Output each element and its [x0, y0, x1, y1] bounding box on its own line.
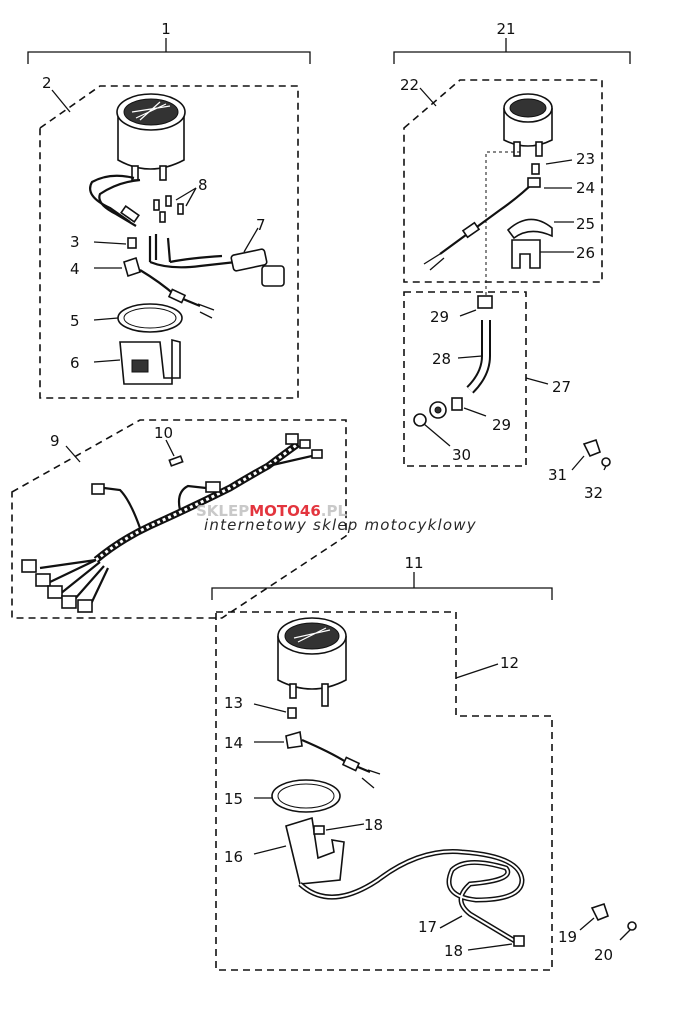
callout-7: 7	[256, 216, 266, 234]
callout-30: 30	[452, 446, 471, 464]
callout-10: 10	[154, 424, 173, 442]
callout-16: 16	[224, 848, 243, 866]
callout-2: 2	[42, 74, 52, 92]
callout-19: 19	[558, 928, 577, 946]
gauge-unit-12	[277, 617, 347, 707]
item-25-ring	[506, 218, 553, 240]
callout-8: 8	[198, 176, 208, 194]
item-4-bulb-socket	[123, 256, 141, 278]
callout-23: 23	[576, 150, 595, 168]
group-27-hose-kit: 29 28 27 29 30	[403, 291, 571, 467]
callout-14: 14	[224, 734, 243, 752]
group-11-meter-kit: 11 12 13 14 15 16 18 17 18	[211, 554, 553, 971]
items-19-20-clip: 19 20	[558, 902, 637, 964]
callout-3: 3	[70, 233, 80, 251]
callout-21: 21	[496, 20, 515, 38]
item-10-fuse	[168, 455, 184, 467]
item-18-clip-top	[313, 825, 325, 835]
watermark-tagline: internetowy sklep motocyklowy	[204, 516, 477, 534]
gauge-unit-22	[503, 93, 553, 157]
item-15-ring	[271, 779, 341, 813]
callout-32: 32	[584, 484, 603, 502]
callout-6: 6	[70, 354, 80, 372]
item-7-lead-wire	[148, 227, 285, 287]
callout-31: 31	[548, 466, 567, 484]
callout-11: 11	[404, 554, 423, 572]
item-29-nut-bottom	[451, 397, 463, 411]
callout-4: 4	[70, 260, 80, 278]
item-29-nut-top	[477, 295, 493, 309]
item-13-sleeve	[287, 707, 297, 719]
callout-15: 15	[224, 790, 243, 808]
callout-13: 13	[224, 694, 243, 712]
callout-1: 1	[161, 20, 171, 38]
callout-18a: 18	[364, 816, 383, 834]
callout-12: 12	[500, 654, 519, 672]
callout-20: 20	[594, 946, 613, 964]
callout-22: 22	[400, 76, 419, 94]
item-3-sleeve	[127, 237, 137, 249]
items-31-32-clip: 31 32	[548, 438, 611, 502]
group-1-speedometer-kit: 1 2 3 4 5 6 7 8	[27, 20, 311, 399]
item-8-terminals	[153, 187, 197, 223]
callout-26: 26	[576, 244, 595, 262]
callout-18b: 18	[444, 942, 463, 960]
watermark-logo: SKLEPMOTO46.PL internetowy sklep motocyk…	[196, 502, 477, 534]
callout-27: 27	[552, 378, 571, 396]
callout-25: 25	[576, 215, 595, 233]
item-18-clip-bottom	[513, 935, 525, 947]
callout-28: 28	[432, 350, 451, 368]
item-14-socket	[285, 730, 303, 749]
item-23-sleeve	[531, 163, 540, 175]
group-21-gauge-kit: 21 22 23 24 25 26	[393, 20, 631, 296]
callout-29a: 29	[430, 308, 449, 326]
watermark-brand: SKLEPMOTO46.PL	[196, 502, 347, 520]
callout-29b: 29	[492, 416, 511, 434]
item-26-bracket	[511, 239, 541, 269]
item-30-washer	[413, 413, 427, 427]
callout-9: 9	[50, 432, 60, 450]
callout-5: 5	[70, 312, 80, 330]
gauge-unit-2	[116, 93, 186, 181]
item-6-bracket	[119, 338, 181, 385]
group-9-wire-harness: 9 10	[11, 419, 347, 619]
callout-17: 17	[418, 918, 437, 936]
callout-24: 24	[576, 179, 595, 197]
